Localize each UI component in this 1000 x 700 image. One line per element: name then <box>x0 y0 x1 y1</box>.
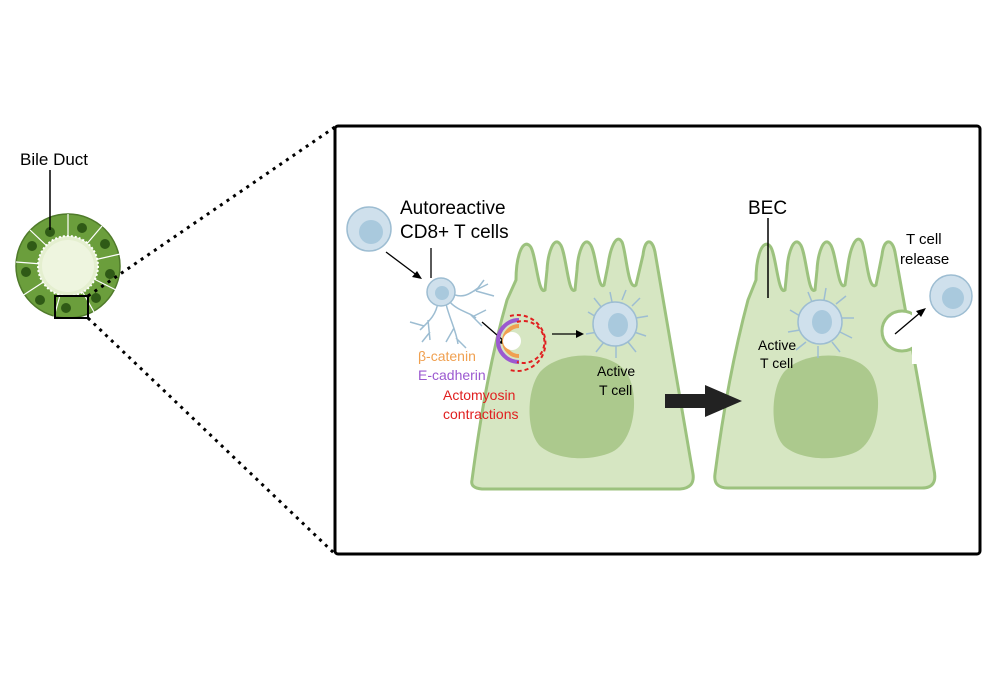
released-t-cell <box>929 274 973 318</box>
active-t-cell-left <box>585 289 649 358</box>
actomyosin-label-line1: Actomyosin <box>443 387 515 403</box>
arrowhead-3 <box>576 330 584 338</box>
arrow-to-junction <box>481 321 506 343</box>
nucleus-right <box>773 355 879 459</box>
zoom-line-bottom <box>86 316 337 556</box>
autoreactive-label-line1: Autoreactive <box>400 198 506 219</box>
active-t-cell-right-label-line2: T cell <box>760 355 793 371</box>
naive-t-cell <box>346 206 392 252</box>
bec-label: BEC <box>748 198 787 219</box>
arrow-release <box>894 311 922 335</box>
t-cell-release-label-line2: release <box>900 251 949 268</box>
beta-catenin-label: β-catenin <box>418 348 476 364</box>
zoom-line-top <box>87 125 336 298</box>
arrow-naive-to-dendritic <box>385 251 419 277</box>
actomyosin-label-line2: contractions <box>443 406 518 422</box>
arrowhead-1 <box>412 271 422 279</box>
active-t-cell-right-label-line1: Active <box>758 337 796 353</box>
autoreactive-t-cell-nucleus <box>435 286 449 300</box>
t-cell-release-label-line1: T cell <box>906 231 942 248</box>
e-cadherin-ring <box>496 318 520 364</box>
nucleus-left <box>529 355 635 459</box>
actomyosin-ring-inner <box>516 320 546 364</box>
transition-arrow <box>665 385 742 417</box>
zoom-region-box <box>54 295 89 319</box>
active-t-cell-left-label-line2: T cell <box>599 382 632 398</box>
junction-hole <box>503 332 521 350</box>
autoreactive-t-cell <box>409 279 495 349</box>
bec-cell-right <box>713 237 942 490</box>
actomyosin-ring-outer <box>509 314 547 372</box>
bile-duct-label: Bile Duct <box>20 150 88 169</box>
active-t-cell-left-label-line1: Active <box>597 363 635 379</box>
arrowhead-4 <box>916 308 926 317</box>
bile-duct-cross-section <box>15 170 121 319</box>
active-t-cell-right <box>787 287 854 358</box>
autoreactive-label-line2: CD8+ T cells <box>400 222 509 243</box>
bec-cell-left <box>470 237 695 491</box>
e-cadherin-label: E-cadherin <box>418 367 486 383</box>
junction-complex <box>496 314 547 372</box>
